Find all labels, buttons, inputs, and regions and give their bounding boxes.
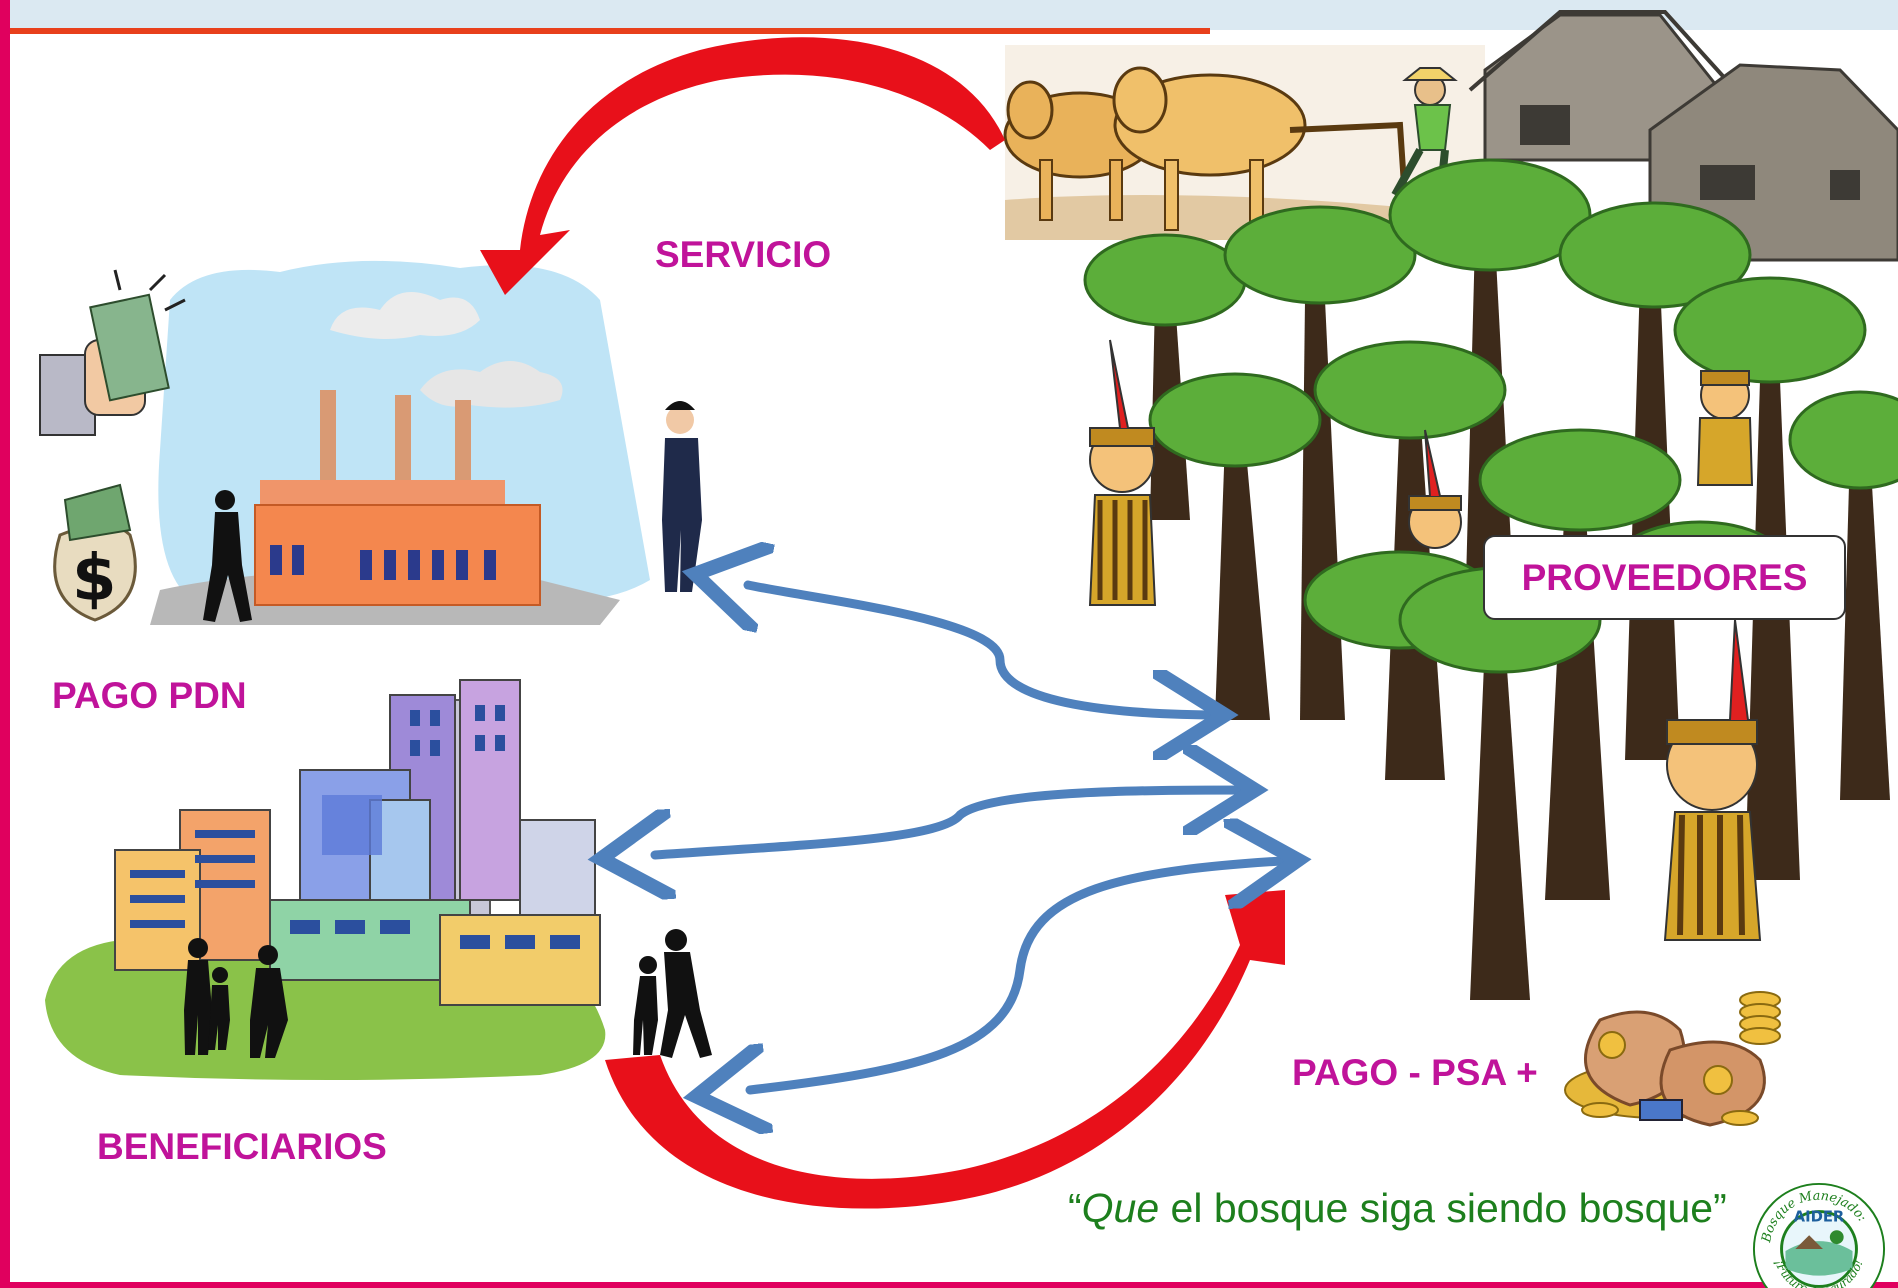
service-label: SERVICIO <box>655 234 832 275</box>
person-silhouette-icon <box>203 490 252 622</box>
flow-arrow-upper <box>748 585 1225 715</box>
providers-label: PROVEEDORES <box>1521 556 1808 598</box>
logo-name: AIDER <box>1794 1208 1845 1225</box>
flow-arrow-lower <box>750 860 1298 1090</box>
payment-pdn-label: PAGO PDN <box>52 675 247 716</box>
indigenous-child-illustration <box>1696 370 1754 486</box>
slogan-rest: el bosque siga siendo bosque” <box>1159 1185 1727 1231</box>
person-silhouette-icon <box>633 929 712 1058</box>
cash-hand-icon <box>39 269 186 436</box>
aider-logo: Bosque Manejado: AIDER ¡Futuro Asegurado… <box>1752 1182 1886 1288</box>
service-arrow <box>480 37 1005 295</box>
forest-illustration <box>1083 158 1898 1000</box>
frame-left-border <box>0 0 10 1288</box>
slogan: “Que el bosque siga siendo bosque” <box>1068 1185 1727 1232</box>
providers-box: PROVEEDORES <box>1483 535 1846 620</box>
svg-text:$: $ <box>72 542 117 616</box>
city-illustration <box>45 679 606 1080</box>
slogan-emphasis: Que <box>1081 1185 1160 1231</box>
slogan-open-quote: “ <box>1068 1185 1082 1231</box>
payment-psa-label: PAGO - PSA + <box>1292 1052 1538 1093</box>
person-silhouette-icon <box>184 938 288 1058</box>
top-accent-line <box>10 28 1210 34</box>
factory-illustration <box>150 260 650 625</box>
indigenous-child-illustration <box>1088 339 1157 606</box>
indigenous-child-illustration <box>1408 429 1462 549</box>
coin-bags-icon <box>1564 991 1781 1127</box>
frame-bottom-border <box>0 1282 1898 1288</box>
flow-arrow-middle <box>655 790 1255 855</box>
money-bag-icon: $ <box>53 483 137 622</box>
person-silhouette-icon <box>662 401 702 592</box>
indigenous-child-illustration <box>1663 619 1762 941</box>
beneficiaries-label: BENEFICIARIOS <box>97 1126 387 1167</box>
